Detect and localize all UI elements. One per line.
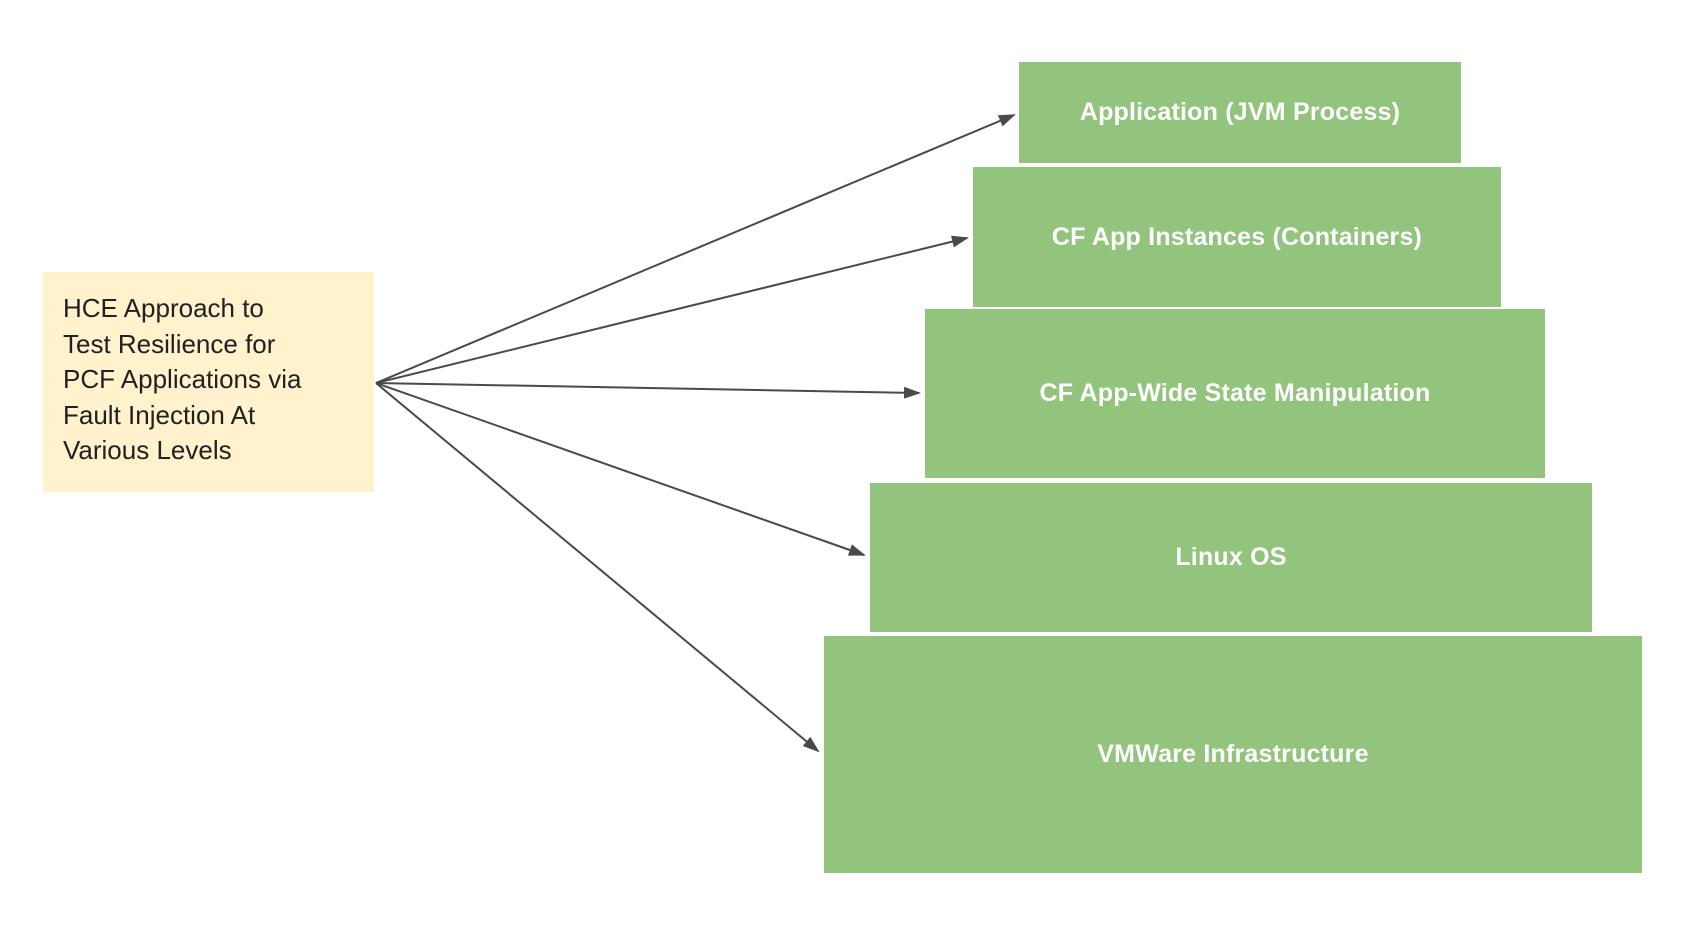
level-label: Linux OS [1175,543,1287,571]
level-box-linux-os: Linux OS [870,483,1592,632]
source-note-box: HCE Approach to Test Resilience for PCF … [43,272,374,492]
level-label: CF App-Wide State Manipulation [1039,379,1431,407]
level-label: Application (JVM Process) [1079,98,1401,126]
source-note-line: HCE Approach to [63,293,264,323]
source-note-line: Test Resilience for [63,328,276,359]
level-label: CF App Instances (Containers) [1051,222,1423,251]
level-box-application: Application (JVM Process) [1019,62,1461,163]
level-box-cf-app-instances: CF App Instances (Containers) [973,167,1501,307]
source-note-line: Fault Injection At [63,399,256,430]
arrow-to-cf-app-instances [375,235,969,384]
level-label: VMWare Infrastructure [1097,740,1369,768]
source-note-line: Various Levels [63,435,232,465]
arrow-to-cf-app-wide-state [375,382,921,399]
level-box-vmware-infrastructure: VMWare Infrastructure [824,636,1642,873]
arrow-to-vmware-infrastructure [375,382,820,753]
arrow-to-application [375,114,1016,384]
source-note-line: PCF Applications via [63,364,302,394]
level-box-cf-app-wide-state: CF App-Wide State Manipulation [925,309,1545,478]
arrow-to-linux-os [375,382,866,556]
